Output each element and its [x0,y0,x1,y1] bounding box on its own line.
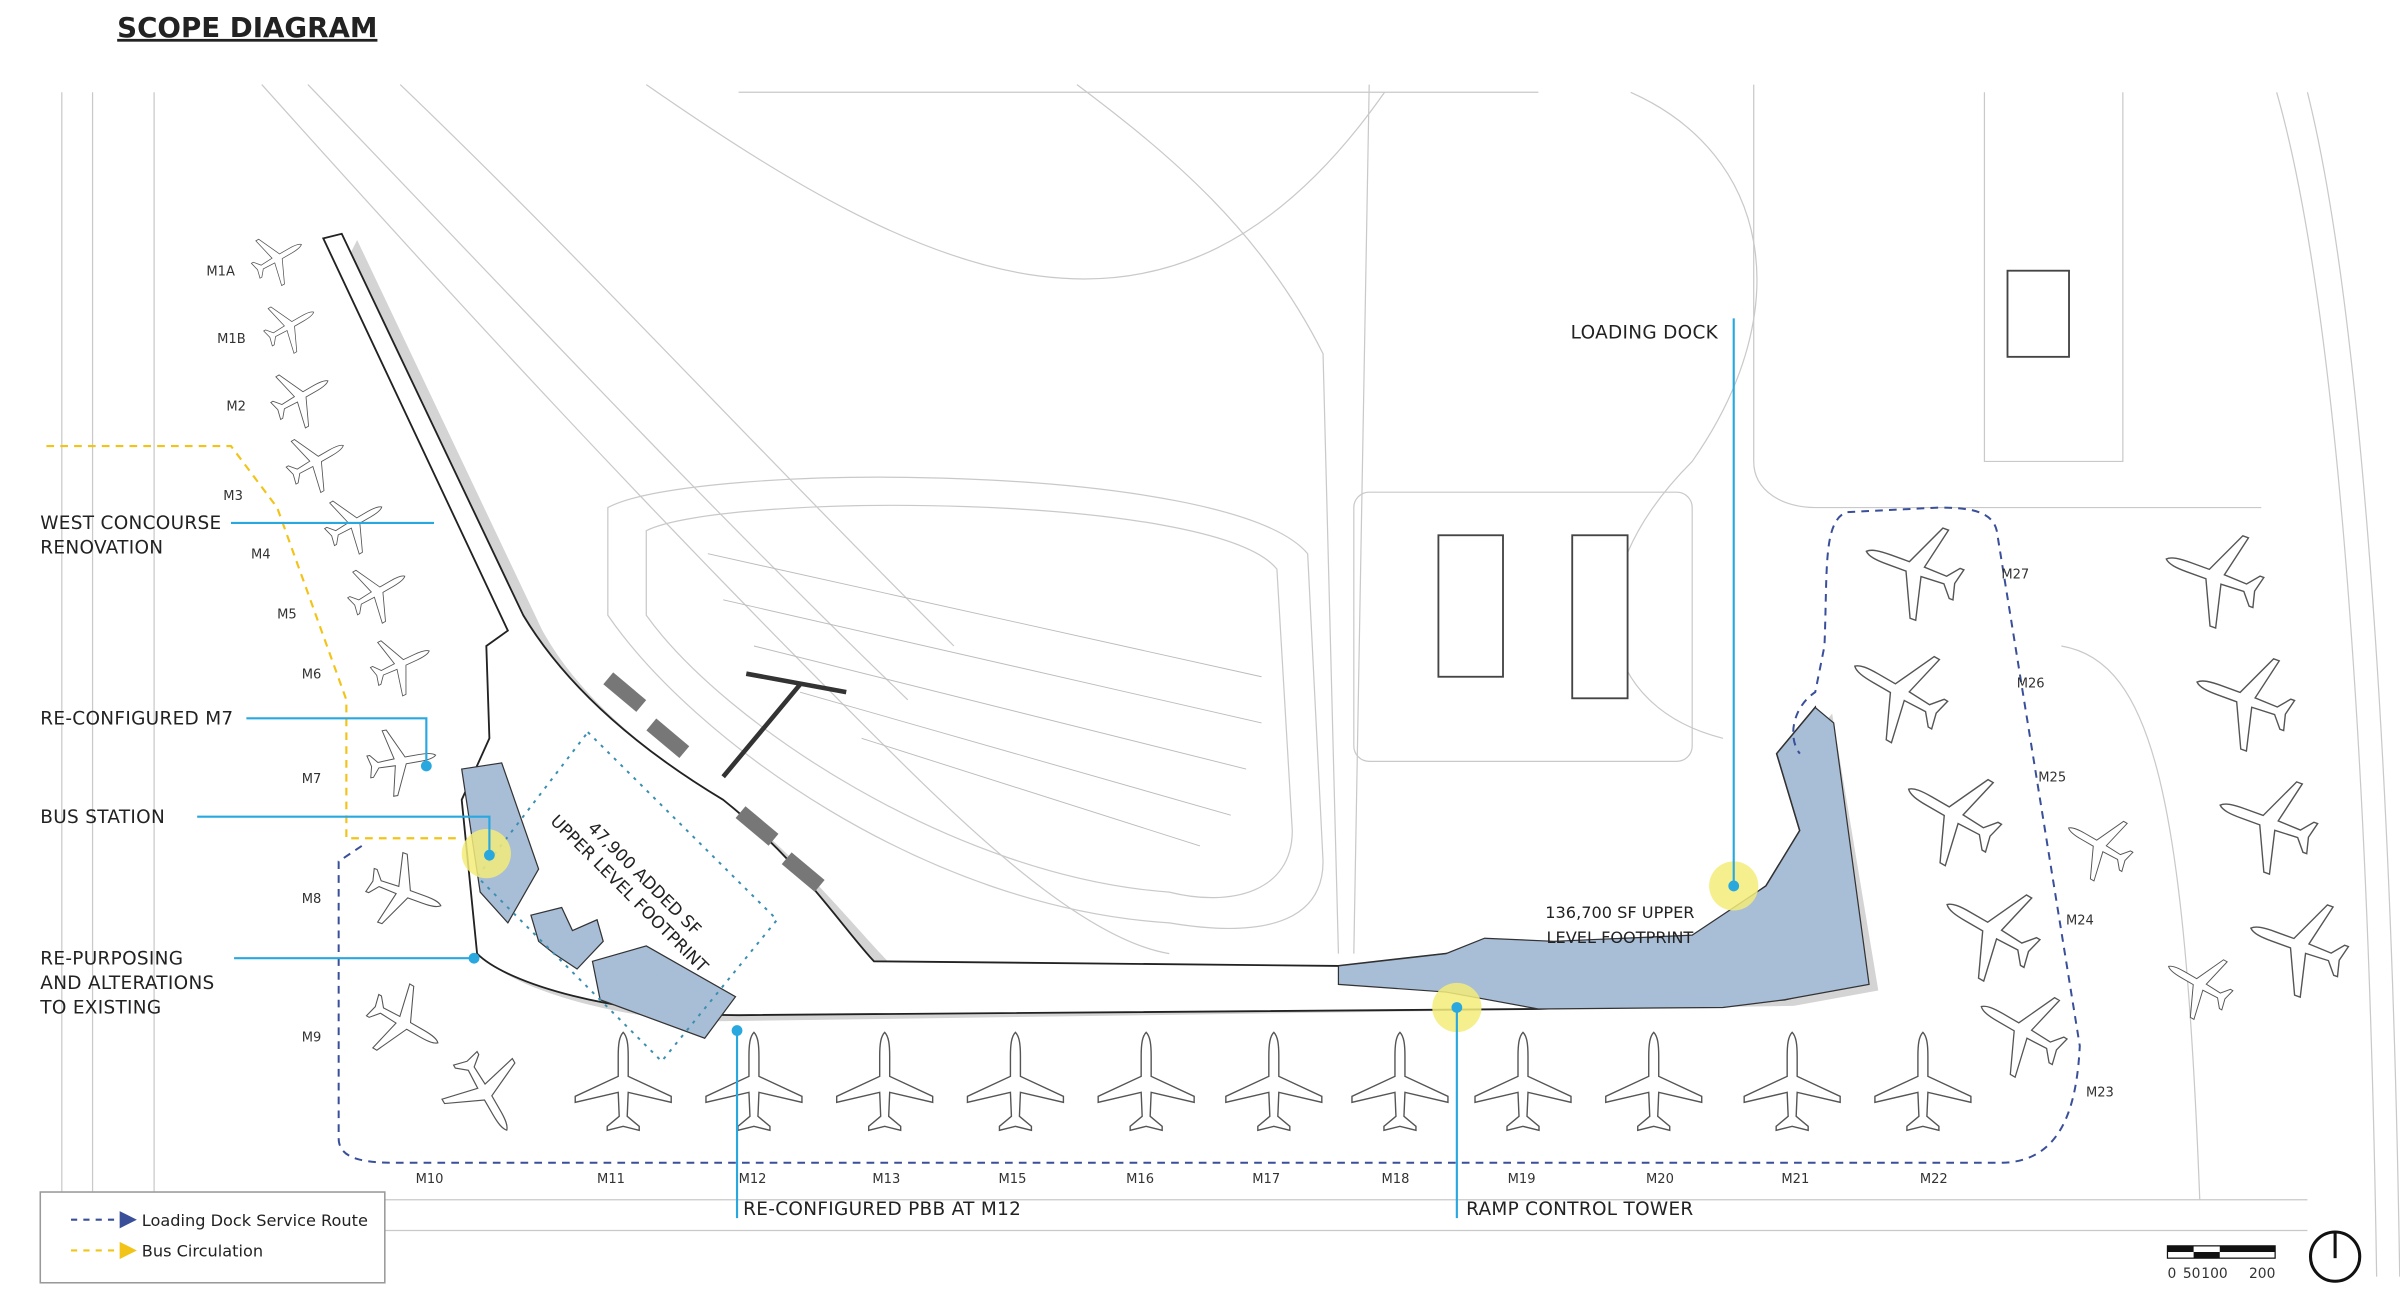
gate-label: M8 [302,892,322,907]
gate-label: M17 [1252,1172,1280,1187]
gate-label: M21 [1781,1172,1809,1187]
gate-label: M23 [2086,1086,2114,1101]
callout-ramp-control-tower: RAMP CONTROL TOWER [1466,1199,1693,1220]
callout-repurposing-1: RE-PURPOSING [40,948,183,969]
gate-label: M13 [872,1172,900,1187]
callout-pbb-m12: RE-CONFIGURED PBB AT M12 [743,1199,1021,1220]
gate-label: M11 [597,1172,625,1187]
gate-label: M1A [206,264,235,279]
callout-reconfigured-m7: RE-CONFIGURED M7 [40,708,233,729]
east-footprint-label-2: LEVEL FOOTPRINT [1547,928,1694,947]
gate-label: M3 [223,489,243,504]
gate-label: M6 [302,667,322,682]
gate-label: M22 [1920,1172,1948,1187]
gate-label: M5 [277,607,297,622]
gate-label: M10 [416,1172,444,1187]
gate-label: M19 [1508,1172,1536,1187]
gate-label: M18 [1381,1172,1409,1187]
callout-loading-dock: LOADING DOCK [1571,322,1719,343]
loading-dock-service-route [337,506,2081,1164]
north-arrow-icon [2308,1230,2362,1283]
gate-label: M26 [2017,677,2045,692]
callout-repurposing-2: AND ALTERATIONS [40,973,214,994]
bus-circulation-route [46,444,462,840]
callout-repurposing-3: TO EXISTING [39,998,161,1019]
gate-label: M27 [2001,567,2029,582]
scale-bar: 0 50 100 200 [2166,1245,2276,1282]
page-title: SCOPE DIAGRAM [117,11,377,44]
gate-labels: M1A M1B M2 M3 M4 M5 M6 M7 M8 M9 M10 M11 … [206,264,2113,1186]
scale-tick: 200 [2249,1266,2275,1282]
gate-label: M7 [302,772,322,787]
background-site-plan [61,84,2400,1277]
callout-west-concourse-1: WEST CONCOURSE [40,513,221,534]
gate-label: M4 [251,547,271,562]
gate-label: M12 [739,1172,767,1187]
gate-label: M1B [217,332,246,347]
gate-label: M24 [2066,913,2094,928]
legend-item-service-route: Loading Dock Service Route [142,1211,368,1230]
scale-tick: 0 [2167,1266,2176,1282]
gate-label: M9 [302,1030,322,1045]
gate-label: M20 [1646,1172,1674,1187]
scale-tick: 100 [2201,1266,2227,1282]
gate-label: M15 [999,1172,1027,1187]
callout-bus-station: BUS STATION [40,807,165,828]
scale-tick: 50 [2183,1266,2201,1282]
gate-label: M25 [2038,770,2066,785]
callout-west-concourse-2: RENOVATION [40,538,163,559]
east-footprint-label-1: 136,700 SF UPPER [1545,903,1694,922]
legend-item-bus-circulation: Bus Circulation [142,1242,263,1261]
callout-leaders [197,318,1740,1219]
legend: Loading Dock Service Route Bus Circulati… [39,1191,386,1284]
gate-label: M2 [226,400,246,415]
gate-label: M16 [1126,1172,1154,1187]
